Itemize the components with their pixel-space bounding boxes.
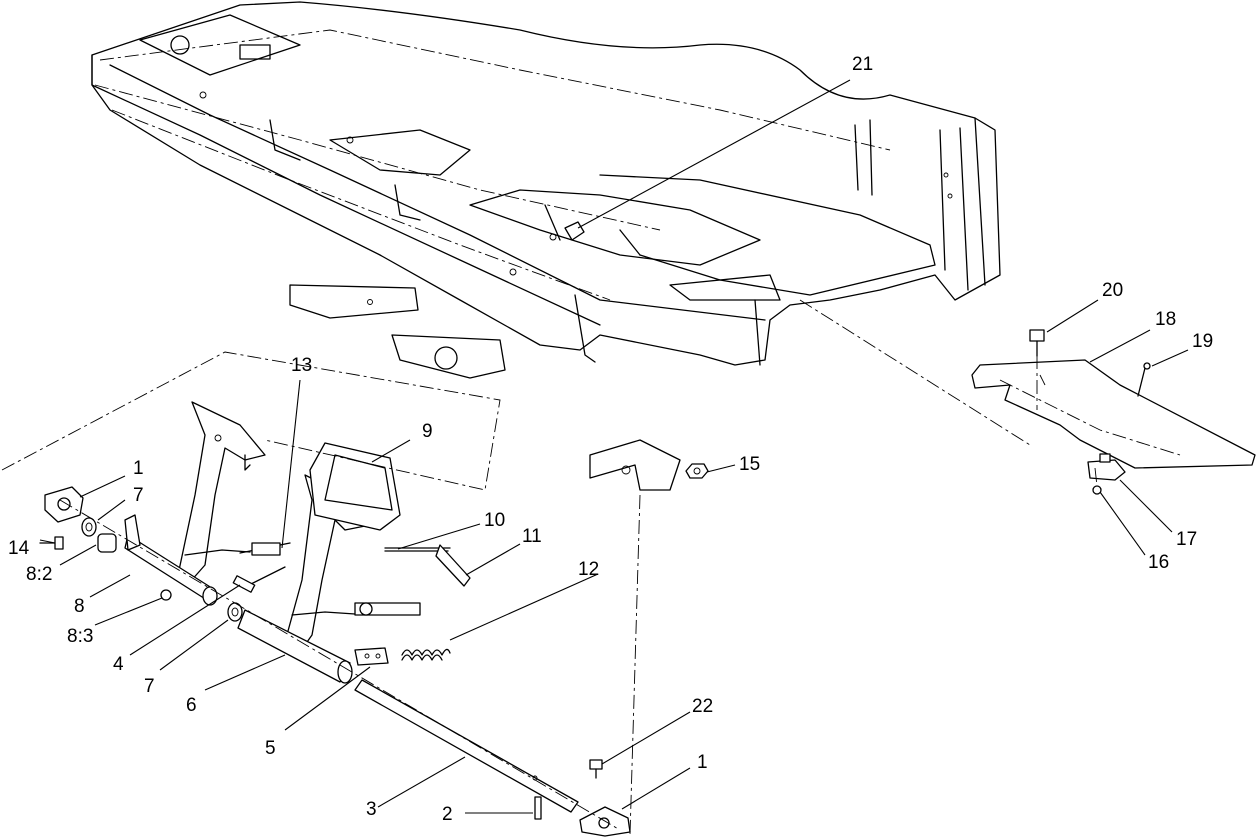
callout-1-right: 1 xyxy=(697,752,708,773)
part-18-bracket xyxy=(971,359,1256,469)
callout-21: 21 xyxy=(852,54,873,75)
part-3-rod xyxy=(354,679,579,813)
part-20-bolt xyxy=(1029,329,1045,357)
part-9-pedal-pad xyxy=(309,442,401,531)
part-22-bolt xyxy=(589,759,603,779)
part-11-pin xyxy=(435,544,471,587)
part-1-flange-left xyxy=(44,486,84,523)
callout-5: 5 xyxy=(265,738,276,759)
mounting-bracket-left xyxy=(289,284,506,379)
callout-20: 20 xyxy=(1102,280,1123,301)
callout-14: 14 xyxy=(8,538,30,559)
part-8-2-bushing xyxy=(97,533,117,553)
part-7-washer-a xyxy=(81,517,97,537)
callout-7-lower: 7 xyxy=(144,676,155,697)
callout-4: 4 xyxy=(113,654,124,675)
callout-1-left: 1 xyxy=(133,458,144,479)
callout-19: 19 xyxy=(1192,331,1213,352)
callout-3: 3 xyxy=(366,799,377,820)
callout-9: 9 xyxy=(422,421,433,442)
part-16-nut xyxy=(1092,485,1102,495)
part-8-3-nut xyxy=(160,589,172,601)
clevis-rod-lower xyxy=(354,602,421,616)
callout-2: 2 xyxy=(442,804,453,825)
part-6-tube xyxy=(237,609,353,684)
leader-lines xyxy=(39,79,1189,814)
callout-12: 12 xyxy=(578,559,599,580)
callout-15: 15 xyxy=(739,454,760,475)
part-15-nut xyxy=(685,463,709,479)
callout-8-2: 8:2 xyxy=(26,564,52,585)
mounting-bracket-right xyxy=(589,439,681,491)
callout-22: 22 xyxy=(692,696,713,717)
assembly-guide-lines xyxy=(1,299,1098,836)
callout-13: 13 xyxy=(291,355,312,376)
callout-16: 16 xyxy=(1148,552,1169,573)
callout-labels: 21 20 18 19 13 9 1 7 14 8:2 8 8:3 4 7 6 … xyxy=(8,54,1213,825)
callout-7-upper: 7 xyxy=(133,485,144,506)
brake-pedal-left xyxy=(177,401,266,583)
callout-8: 8 xyxy=(74,596,85,617)
part-12-spring xyxy=(401,648,451,661)
part-5-plate xyxy=(354,647,389,666)
callout-17: 17 xyxy=(1176,529,1197,550)
part-19-screw xyxy=(1137,362,1151,397)
part-4-pin xyxy=(232,575,256,593)
part-21-clip xyxy=(564,221,585,241)
part-2-pin xyxy=(534,796,542,820)
platform-assembly xyxy=(91,1,1001,366)
callout-6: 6 xyxy=(186,695,197,716)
part-14-bolt xyxy=(39,536,64,550)
part-17-switch xyxy=(1087,453,1126,481)
callout-11: 11 xyxy=(522,526,542,547)
callout-18: 18 xyxy=(1155,309,1176,330)
callout-10: 10 xyxy=(484,510,505,531)
callout-8-3: 8:3 xyxy=(67,626,93,647)
